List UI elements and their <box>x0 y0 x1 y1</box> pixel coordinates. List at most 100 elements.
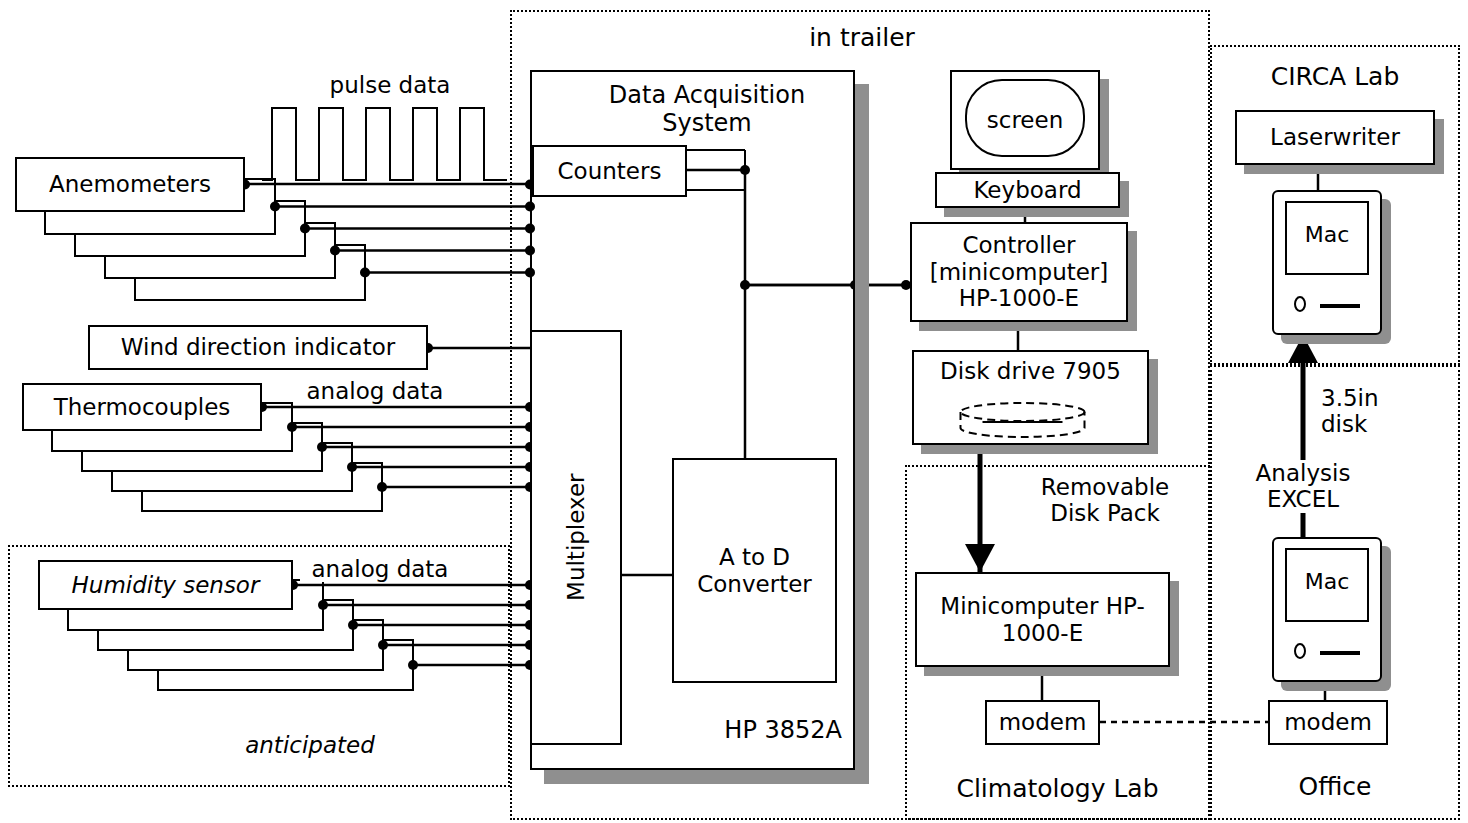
edge-label: 3.5in disk <box>1318 385 1408 438</box>
node-label: Anemometers <box>49 171 211 197</box>
acquisition-system: Data Acquisition System HP 3852A CountersM… <box>530 70 855 770</box>
node-label: modem <box>999 709 1087 735</box>
screen-monitor: screen <box>950 70 1100 170</box>
lab-region: CIRCA LabLaserwriterMac <box>1210 45 1460 365</box>
sensor-wire <box>353 624 530 627</box>
node-label: Office <box>1212 773 1458 802</box>
node-label: Laserwriter <box>1270 124 1400 150</box>
edge-label: analog data <box>300 378 450 404</box>
floppy-slot <box>1320 651 1360 655</box>
connector <box>1317 165 1320 190</box>
connector <box>745 285 910 458</box>
node-label: Wind direction indicator <box>121 334 395 360</box>
converter-box: A to D Converter <box>672 458 837 683</box>
sensor-box: Anemometers <box>15 157 245 212</box>
pulse-waveform <box>262 108 507 180</box>
mac-screen <box>1286 202 1368 274</box>
junction-dot <box>287 422 297 432</box>
sensor-box: Humidity sensor <box>38 560 293 610</box>
node-label: anticipated <box>200 732 420 758</box>
screen-face <box>966 80 1084 156</box>
sensor-wire <box>305 227 530 230</box>
junction-dot <box>270 202 280 212</box>
sensor-wire <box>292 426 530 429</box>
modem-box: modem <box>1268 700 1388 745</box>
controller-box: Controller [minicomputer] HP-1000-E <box>910 222 1128 322</box>
junction-dot <box>317 442 327 452</box>
floppy-slot <box>1320 304 1360 308</box>
sensor-wire <box>382 486 530 489</box>
connector <box>1324 682 1327 700</box>
mac-computer: Mac <box>1272 537 1382 682</box>
node-label: Disk drive 7905 <box>940 358 1121 384</box>
sensor-box: Wind direction indicator <box>88 325 428 370</box>
minicomputer-box: Minicomputer HP-1000-E <box>915 572 1170 667</box>
junction-dot <box>408 660 418 670</box>
connector <box>1100 721 1268 724</box>
node-label: Mac <box>1305 222 1350 247</box>
mac-logo <box>1295 644 1305 658</box>
node-label: HP 3852A <box>692 717 842 745</box>
mac-drawing <box>1274 192 1380 333</box>
node-label: A to D Converter <box>682 544 827 597</box>
sensor-wire <box>383 644 530 647</box>
node-label: Humidity sensor <box>72 572 260 598</box>
trailer-region: in trailerData Acquisition System HP 3852… <box>510 10 1210 820</box>
connector <box>245 183 532 186</box>
connector <box>262 406 530 409</box>
sensor-wire <box>322 446 530 449</box>
junction-dot <box>347 462 357 472</box>
mac-drawing <box>1274 539 1380 680</box>
node-label: Thermocouples <box>54 394 231 420</box>
mac-screen <box>1286 549 1368 621</box>
node-label: in trailer <box>732 24 992 53</box>
node-label: Counters <box>558 158 662 184</box>
sensor-wire <box>323 604 530 607</box>
multiplexer-box: Multiplexer <box>530 330 622 745</box>
edge-label: pulse data <box>300 72 480 98</box>
node-label: modem <box>1284 709 1372 735</box>
printer-box: Laserwriter <box>1235 110 1435 165</box>
node-label: Climatology Lab <box>907 775 1208 804</box>
connector <box>1041 667 1044 700</box>
node-label: Minicomputer HP-1000-E <box>925 593 1160 646</box>
connector <box>622 574 672 577</box>
sensor-box: Thermocouples <box>22 383 262 431</box>
mac-logo <box>1295 297 1305 311</box>
node-label: Multiplexer <box>563 474 589 601</box>
connector <box>1017 322 1020 350</box>
node-label: Data Acquisition System <box>572 82 842 137</box>
junction-dot <box>300 224 310 234</box>
connector <box>293 584 530 587</box>
edge-label: Removable Disk Pack <box>1015 474 1195 527</box>
node-label: screen <box>987 107 1063 133</box>
disk-platter <box>961 412 1085 437</box>
edge-label: analog data <box>300 556 460 582</box>
junction-dot <box>360 268 370 278</box>
disk-drive: Disk drive 7905 <box>912 350 1149 445</box>
connector <box>1024 208 1027 222</box>
mac-computer: Mac <box>1272 190 1382 335</box>
node-label: CIRCA Lab <box>1212 63 1458 92</box>
bus-wire <box>687 149 745 151</box>
sensor-wire <box>365 271 530 274</box>
keyboard-box: Keyboard <box>935 172 1120 208</box>
connector <box>687 170 910 285</box>
junction-dot <box>318 600 328 610</box>
modem-box: modem <box>985 700 1100 745</box>
disk-platter <box>961 403 1085 421</box>
note-label: Analysis EXCEL <box>1243 460 1363 513</box>
node-label: Keyboard <box>973 177 1081 203</box>
counter-box: Counters <box>532 145 687 197</box>
sensor-wire <box>275 205 530 208</box>
connector <box>428 347 530 350</box>
node-label: Mac <box>1305 569 1350 594</box>
disk-platter <box>983 421 1063 423</box>
sensor-wire <box>413 664 530 667</box>
sensor-wire <box>352 466 530 469</box>
junction-dot <box>348 620 358 630</box>
junction-dot <box>377 482 387 492</box>
junction-dot <box>378 640 388 650</box>
bus-wire <box>687 189 745 191</box>
sensor-wire <box>335 249 530 252</box>
